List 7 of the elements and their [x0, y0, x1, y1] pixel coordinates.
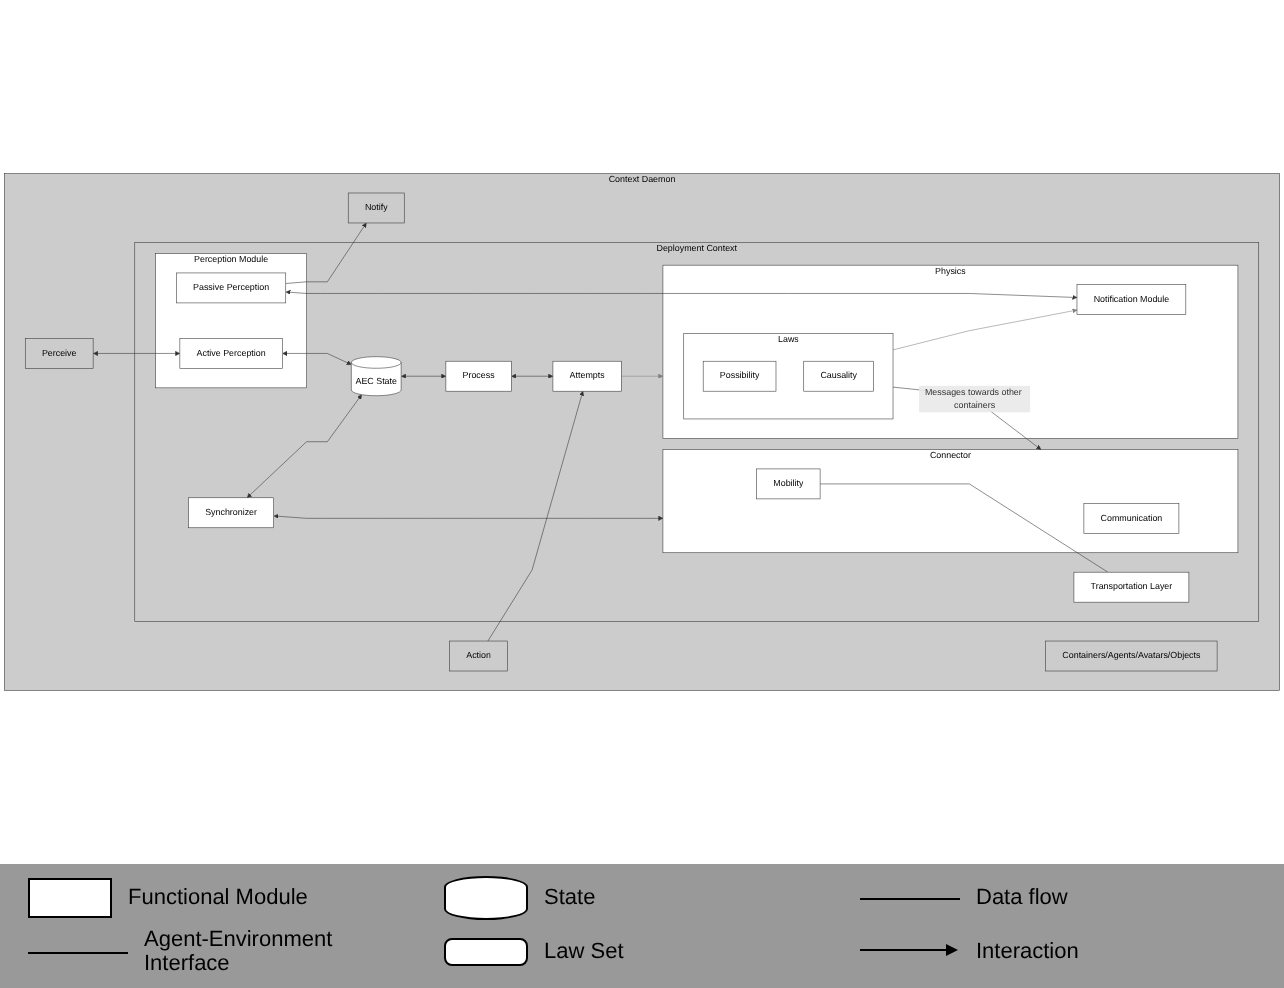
legend-label: Agent-Environment Interface — [144, 928, 335, 976]
legend-label: Interaction — [976, 940, 1079, 964]
legend-label: Law Set — [544, 940, 624, 964]
legend-label: State — [544, 886, 596, 910]
connector — [819, 483, 1109, 573]
legend-label: Functional Module — [128, 886, 308, 910]
legend-label: Data flow — [976, 886, 1068, 910]
